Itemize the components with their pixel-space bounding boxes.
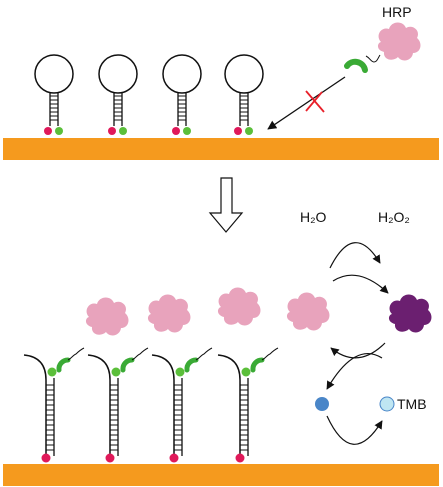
cycle-arrow-4 xyxy=(326,353,383,390)
peroxide-label: H₂O₂ xyxy=(378,209,410,225)
hrp-bound-3 xyxy=(217,287,261,326)
opened-probe-3 xyxy=(152,348,212,463)
cycle-arrow-5 xyxy=(326,415,383,445)
hairpin-probe-1 xyxy=(34,54,74,136)
surface-bottom xyxy=(3,464,439,486)
green-clamp xyxy=(344,58,368,73)
hrp-bound-1 xyxy=(85,297,129,336)
binding-arrow xyxy=(267,76,346,130)
hrp-bound-2 xyxy=(147,294,191,333)
surface-top xyxy=(3,138,439,160)
cycle-arrow-1 xyxy=(329,242,381,269)
tmb-dot xyxy=(379,396,395,412)
hrp-oxidized xyxy=(388,294,432,333)
cycle-arrow-2 xyxy=(332,274,389,294)
hrp-bound-4 xyxy=(286,292,330,331)
hrp-label: HRP xyxy=(382,4,412,20)
process-arrow xyxy=(208,177,244,233)
water-label: H₂O xyxy=(300,209,327,225)
hrp-enzyme xyxy=(377,22,421,61)
opened-probe-4 xyxy=(218,348,278,463)
linker xyxy=(365,54,381,63)
blocked-mark xyxy=(305,90,325,113)
cycle-arrow-3 xyxy=(330,342,386,359)
hairpin-probe-4 xyxy=(224,54,264,136)
hairpin-probe-2 xyxy=(98,54,138,136)
tmb-oxidized-dot xyxy=(315,397,329,411)
hairpin-probe-3 xyxy=(162,54,202,136)
opened-probe-1 xyxy=(24,348,84,463)
tmb-label: TMB xyxy=(397,396,427,412)
opened-probe-2 xyxy=(88,348,148,463)
